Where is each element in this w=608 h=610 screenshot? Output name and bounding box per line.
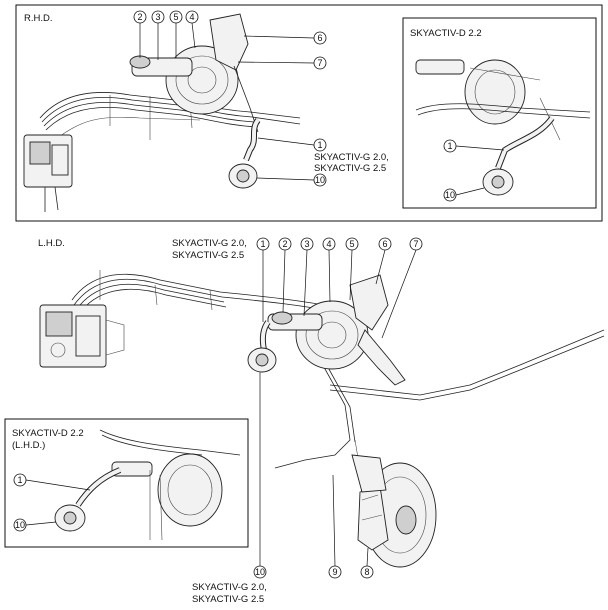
lhd-inset-title-1: SKYACTIV-D 2.2 xyxy=(12,428,84,439)
rhd-brake-booster xyxy=(129,13,259,133)
rhd-label: R.H.D. xyxy=(24,13,53,24)
callout-7: 7 xyxy=(317,58,322,68)
lhd-callout-5: 5 xyxy=(349,239,354,249)
lhd-callout-4: 4 xyxy=(326,239,331,249)
lhd-bottom-engine-note-1: SKYACTIV-G 2.0, xyxy=(192,582,267,593)
lhd-bottom-engine-note-2: SKYACTIV-G 2.5 xyxy=(192,594,264,605)
lhd-brake-booster xyxy=(267,274,406,386)
callout-6: 6 xyxy=(317,33,322,43)
lhd-vacuum-hose-and-pump xyxy=(247,320,277,373)
rhd-abs-unit xyxy=(23,134,73,212)
lhd-callout-3: 3 xyxy=(304,239,309,249)
lhd-label: L.H.D. xyxy=(38,238,65,249)
lhd-inset-frame xyxy=(4,418,249,548)
lhd-inset-parts xyxy=(54,429,241,541)
rhd-vacuum-hose-and-pump xyxy=(228,118,261,189)
callout-1: 1 xyxy=(317,140,322,150)
lhd-callout-1: 1 xyxy=(260,239,265,249)
rhd-engine-note-1: SKYACTIV-G 2.0, xyxy=(314,152,389,163)
lhd-callout-8: 8 xyxy=(364,567,369,577)
callout-5: 5 xyxy=(173,12,178,22)
rhd-inset-parts xyxy=(415,59,591,196)
rhd-callouts: 2 3 5 4 6 7 1 10 SKYACTIV-G 2.0, SKYACTI… xyxy=(133,10,389,187)
rhd-panel-frame xyxy=(15,4,603,222)
lhd-top-engine-note-1: SKYACTIV-G 2.0, xyxy=(172,238,247,249)
lhd-brake-pipes xyxy=(71,270,605,501)
lhd-callout-6: 6 xyxy=(382,239,387,249)
callout-10: 10 xyxy=(315,175,325,185)
rhd-brake-pipes xyxy=(39,92,301,141)
lhd-wheel-assembly xyxy=(351,454,437,568)
rhd-inset-callout-1: 1 xyxy=(447,141,452,151)
rhd-inset-callout-10: 10 xyxy=(445,190,455,200)
lhd-callout-2: 2 xyxy=(282,239,287,249)
lhd-callout-9: 9 xyxy=(332,567,337,577)
callout-4: 4 xyxy=(189,12,194,22)
rhd-inset-frame xyxy=(402,17,597,209)
rhd-engine-note-2: SKYACTIV-G 2.5 xyxy=(314,163,386,174)
lhd-inset-callout-1: 1 xyxy=(17,475,22,485)
lhd-callouts: 1 2 3 4 5 6 7 10 9 8 SKYACTIV-G 2.0, SKY… xyxy=(192,237,423,605)
lhd-top-engine-note-2: SKYACTIV-G 2.5 xyxy=(172,250,244,261)
lhd-callout-7: 7 xyxy=(413,239,418,249)
callout-2: 2 xyxy=(137,12,142,22)
lhd-abs-unit xyxy=(39,304,125,368)
lhd-inset-callout-10: 10 xyxy=(15,520,25,530)
lhd-inset-title-2: (L.H.D.) xyxy=(12,440,45,451)
rhd-inset-title: SKYACTIV-D 2.2 xyxy=(410,28,482,39)
lhd-callout-10: 10 xyxy=(255,567,265,577)
callout-3: 3 xyxy=(155,12,160,22)
